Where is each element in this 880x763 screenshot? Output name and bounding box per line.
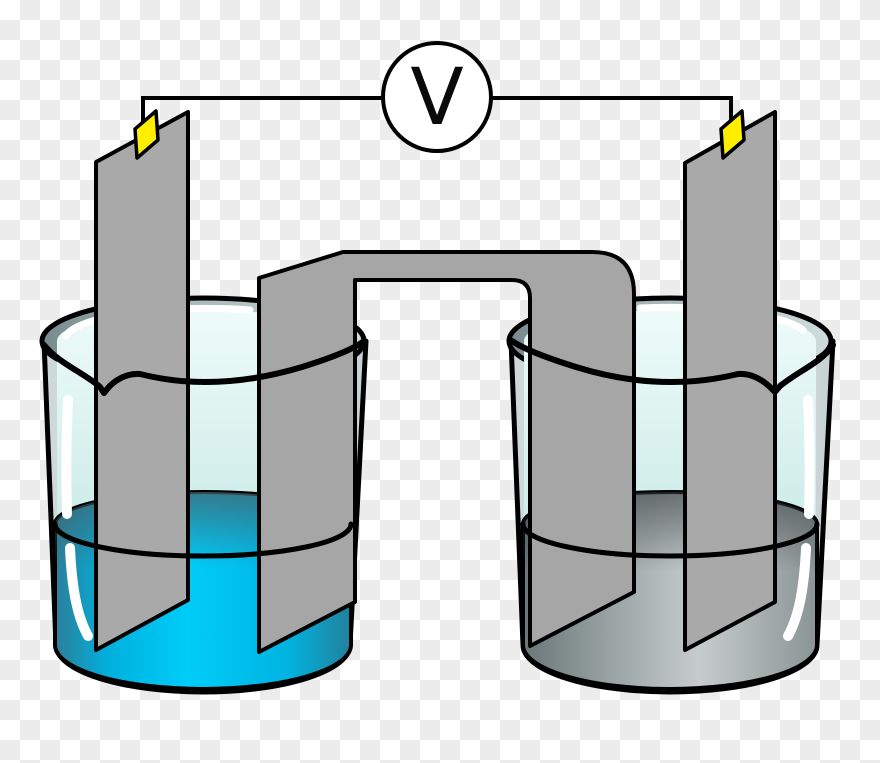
front-outlines <box>41 338 836 559</box>
electrode-clips <box>133 109 746 160</box>
right-wall-highlight-lower <box>783 543 811 641</box>
left-wall-highlight-lower <box>65 543 93 641</box>
right-rim-front-edge-and-spout <box>509 338 836 395</box>
right-wall-highlight-upper <box>803 395 815 519</box>
right-electrode <box>683 110 777 652</box>
voltmeter-dial <box>381 41 493 153</box>
left-clip <box>133 109 160 160</box>
glass-highlights <box>61 395 815 641</box>
voltmeter-label: V <box>410 53 463 143</box>
electrodes <box>94 110 777 652</box>
right-clip <box>719 109 746 160</box>
right-solution-surface-line <box>520 521 820 559</box>
left-solution-surface-line <box>52 521 354 559</box>
left-rim-front-edge-and-spout <box>41 338 367 396</box>
voltmeter: V <box>381 41 493 153</box>
left-wall-highlight-upper <box>61 395 73 519</box>
salt-bridge <box>257 250 636 654</box>
